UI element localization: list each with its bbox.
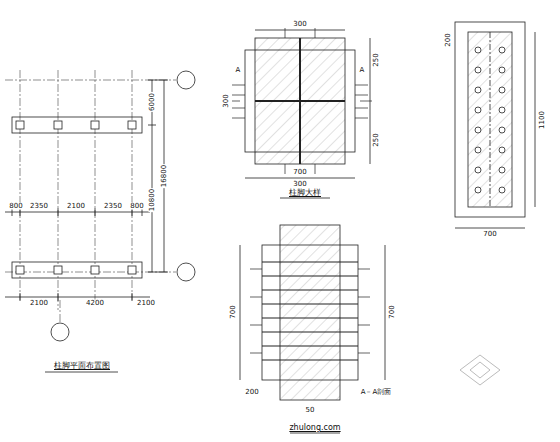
dimension-text: 2100 [66, 203, 86, 210]
dimension-text: 300 [223, 93, 230, 108]
dimension-text: 250 [373, 132, 380, 147]
dimension-text: 200 [445, 32, 452, 47]
dimension-text: 300 [292, 21, 307, 28]
dimension-text: 700 [230, 304, 237, 319]
dimension-text: 700 [482, 231, 497, 238]
dimension-text: 50 [305, 407, 316, 414]
dimension-text: 800 [8, 203, 23, 210]
dimension-text: 16800 [161, 164, 168, 188]
dimension-text: A [235, 67, 242, 74]
dimension-text: 10800 [149, 188, 156, 212]
view-title: 柱脚平面布置图 [53, 362, 111, 370]
dimension-text: 300 [292, 181, 307, 188]
view-title: zhulong.com [288, 424, 341, 432]
dimension-text: A－A剖面 [360, 389, 393, 396]
dimension-text: 800 [129, 203, 144, 210]
dimension-text: 2350 [103, 203, 123, 210]
dimension-text: 2100 [136, 300, 156, 307]
dimension-text: 6000 [149, 92, 156, 112]
view-title: 柱脚大样 [288, 189, 322, 197]
dimension-text: 2350 [29, 203, 49, 210]
dimension-text: 200 [244, 389, 259, 396]
dimension-text: 4200 [85, 300, 105, 307]
dimension-text: 1100 [539, 110, 546, 130]
dimension-text: A [359, 67, 366, 74]
dimension-text: 700 [292, 169, 307, 176]
dimension-text: 250 [373, 52, 380, 67]
dimension-text: 700 [389, 304, 396, 319]
dimension-text: 2100 [29, 300, 49, 307]
